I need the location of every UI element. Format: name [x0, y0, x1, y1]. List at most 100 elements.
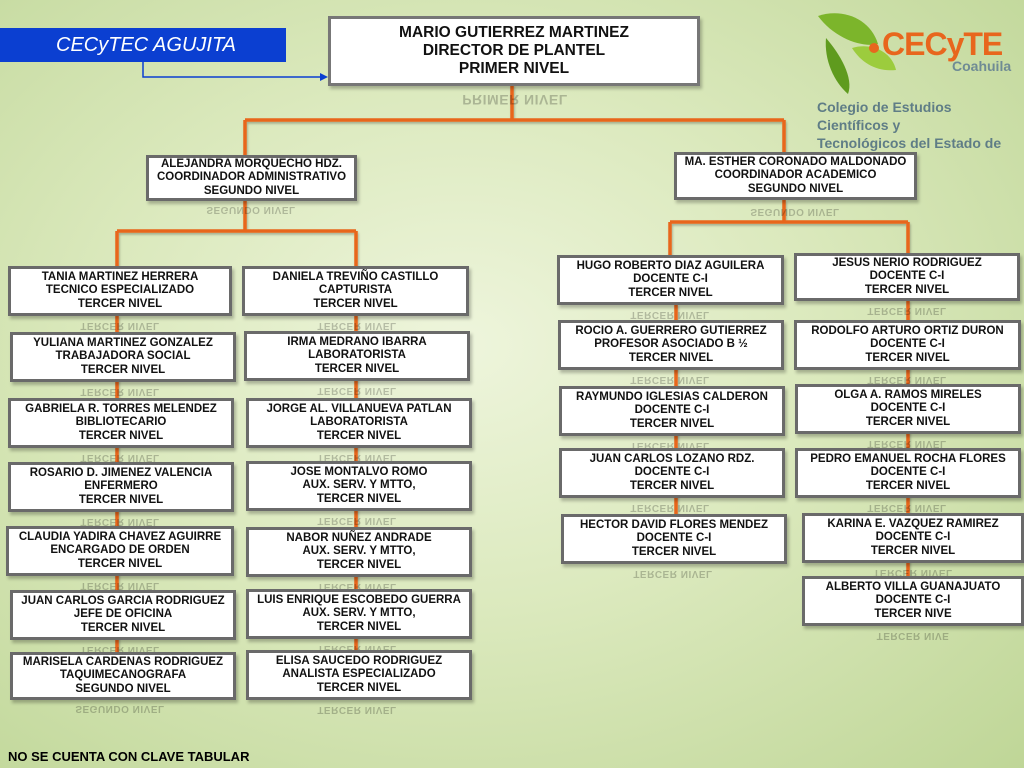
- teacher-name: RAYMUNDO IGLESIAS CALDERON: [576, 390, 768, 403]
- teacher-role: DOCENTE C-I: [634, 466, 710, 479]
- logo-name: CECyTE: [882, 26, 1003, 62]
- teacher-card: RAYMUNDO IGLESIAS CALDERON DOCENTE C-I T…: [559, 386, 785, 436]
- director-level-reflection: PRIMER NIVEL: [462, 92, 568, 108]
- logo-description: Colegio de Estudios Científicos y Tecnol…: [817, 98, 1024, 170]
- teacher-role: DOCENTE C-I: [870, 402, 946, 415]
- director-name: MARIO GUTIERREZ MARTINEZ: [399, 24, 629, 41]
- staff-card: LUIS ENRIQUE ESCOBEDO GUERRA AUX. SERV. …: [246, 589, 472, 639]
- campus-arrow-line: [142, 62, 322, 78]
- staff-level: TERCER NIVEL: [316, 620, 402, 633]
- staff-name: ROSARIO D. JIMENEZ VALENCIA: [29, 466, 213, 479]
- teacher-card: HUGO ROBERTO DIAZ AGUILERA DOCENTE C-I T…: [557, 255, 784, 305]
- staff-card: JOSE MONTALVO ROMO AUX. SERV. Y MTTO, TE…: [246, 461, 472, 511]
- staff-role: LABORATORISTA: [308, 349, 406, 362]
- teacher-name: PEDRO EMANUEL ROCHA FLORES: [810, 452, 1006, 465]
- teacher-level: TERCER NIVEL: [864, 283, 950, 296]
- teacher-level-reflection: TERCER NIVEL: [633, 568, 713, 579]
- staff-role: ANALISTA ESPECIALIZADO: [282, 668, 436, 681]
- teacher-role: DOCENTE C-I: [636, 532, 712, 545]
- teacher-name: JUAN CARLOS LOZANO RDZ.: [589, 452, 755, 465]
- teacher-card: OLGA A. RAMOS MIRELES DOCENTE C-I TERCER…: [795, 384, 1021, 434]
- teacher-role: DOCENTE C-I: [633, 273, 708, 286]
- staff-role: BIBLIOTECARIO: [75, 416, 167, 429]
- teacher-role: PROFESOR ASOCIADO B ½: [594, 338, 748, 351]
- staff-level: TERCER NIVEL: [316, 558, 402, 571]
- staff-role: ENCARGADO DE ORDEN: [50, 544, 190, 557]
- teacher-level: TERCER NIVEL: [629, 479, 715, 492]
- logo-state: Coahuila: [952, 58, 1012, 74]
- staff-level-reflection: TERCER NIVEL: [80, 386, 160, 397]
- staff-role: AUX. SERV. Y MTTO,: [302, 607, 416, 620]
- staff-name: CLAUDIA YADIRA CHAVEZ AGUIRRE: [18, 530, 222, 543]
- teacher-level: TERCER NIVEL: [628, 286, 713, 299]
- staff-level-reflection: SEGUNDO NIVEL: [75, 703, 165, 714]
- staff-level-reflection: TERCER NIVEL: [317, 320, 397, 331]
- teacher-level: TERCER NIVEL: [631, 545, 717, 558]
- teacher-level: TERCER NIVEL: [865, 415, 951, 428]
- teacher-name: HUGO ROBERTO DIAZ AGUILERA: [576, 259, 765, 272]
- staff-level: TERCER NIVEL: [77, 557, 163, 570]
- staff-role: TAQUIMECANOGRAFA: [59, 669, 187, 682]
- academic-coordinator-role: COORDINADOR ACADEMICO: [714, 169, 877, 182]
- academic-coordinator-level: SEGUNDO NIVEL: [747, 182, 844, 195]
- cecyte-logo-icon: [818, 13, 896, 94]
- staff-level: TERCER NIVEL: [316, 429, 402, 442]
- staff-name: JOSE MONTALVO ROMO: [290, 465, 428, 478]
- teacher-level-reflection: TERCER NIVEL: [630, 502, 710, 513]
- staff-level: SEGUNDO NIVEL: [75, 682, 171, 695]
- staff-level: TERCER NIVEL: [78, 429, 164, 442]
- staff-level: TERCER NIVEL: [316, 492, 402, 505]
- admin-coordinator-level: SEGUNDO NIVEL: [203, 184, 300, 197]
- staff-level-reflection: TERCER NIVEL: [317, 515, 397, 526]
- teacher-level: TERCER NIVE: [874, 607, 952, 620]
- staff-card: ELISA SAUCEDO RODRIGUEZ ANALISTA ESPECIA…: [246, 650, 472, 700]
- teacher-name: OLGA A. RAMOS MIRELES: [834, 388, 982, 401]
- staff-level: TERCER NIVEL: [80, 363, 166, 376]
- staff-role: AUX. SERV. Y MTTO,: [302, 479, 416, 492]
- admin-coordinator-level-reflection: SEGUNDO NIVEL: [206, 204, 296, 215]
- admin-coordinator-role: COORDINADOR ADMINISTRATIVO: [156, 171, 347, 184]
- staff-card: ROSARIO D. JIMENEZ VALENCIA ENFERMERO TE…: [8, 462, 234, 512]
- staff-role: TRABAJADORA SOCIAL: [55, 350, 191, 363]
- staff-name: MARISELA CARDENAS RODRIGUEZ: [22, 655, 224, 668]
- campus-arrowhead: [320, 73, 328, 81]
- staff-level: TERCER NIVEL: [313, 297, 398, 310]
- admin-coordinator-name: ALEJANDRA MORQUECHO HDZ.: [160, 157, 343, 170]
- academic-coordinator-level-reflection: SEGUNDO NIVEL: [750, 206, 840, 217]
- teacher-level: TERCER NIVEL: [628, 351, 714, 364]
- staff-card: CLAUDIA YADIRA CHAVEZ AGUIRRE ENCARGADO …: [6, 526, 234, 576]
- staff-level-reflection: TERCER NIVEL: [80, 320, 160, 331]
- staff-level-reflection: TERCER NIVEL: [317, 704, 397, 715]
- logo-description-line1: Colegio de Estudios Científicos y: [817, 99, 952, 133]
- staff-level: TERCER NIVEL: [80, 621, 166, 634]
- staff-name: ELISA SAUCEDO RODRIGUEZ: [275, 654, 443, 667]
- teacher-card: JESUS NERIO RODRIGUEZ DOCENTE C-I TERCER…: [794, 253, 1020, 301]
- teacher-level: TERCER NIVEL: [870, 544, 956, 557]
- teacher-level-reflection: TERCER NIVE: [876, 630, 950, 641]
- teacher-role: DOCENTE C-I: [875, 594, 951, 607]
- teacher-level-reflection: TERCER NIVEL: [867, 305, 947, 316]
- staff-role: LABORATORISTA: [310, 416, 408, 429]
- teacher-level-reflection: TERCER NIVEL: [630, 374, 710, 385]
- teacher-role: DOCENTE C-I: [870, 338, 945, 351]
- teacher-level: TERCER NIVEL: [629, 417, 715, 430]
- staff-card: IRMA MEDRANO IBARRA LABORATORISTA TERCER…: [244, 331, 470, 381]
- staff-level: TERCER NIVEL: [78, 493, 164, 506]
- staff-card: TANIA MARTINEZ HERRERA TECNICO ESPECIALI…: [8, 266, 232, 316]
- staff-card: YULIANA MARTINEZ GONZALEZ TRABAJADORA SO…: [10, 332, 236, 382]
- teacher-card: KARINA E. VAZQUEZ RAMIREZ DOCENTE C-I TE…: [802, 513, 1024, 563]
- staff-name: DANIELA TREVIÑO CASTILLO: [272, 270, 439, 283]
- staff-card: GABRIELA R. TORRES MELENDEZ BIBLIOTECARI…: [8, 398, 234, 448]
- academic-coordinator-name: MA. ESTHER CORONADO MALDONADO: [684, 155, 907, 168]
- teacher-level: TERCER NIVEL: [865, 479, 951, 492]
- teacher-level: TERCER NIVEL: [865, 351, 950, 364]
- teacher-card: RODOLFO ARTURO ORTIZ DURON DOCENTE C-I T…: [794, 320, 1021, 370]
- staff-name: GABRIELA R. TORRES MELENDEZ: [25, 402, 217, 415]
- staff-name: IRMA MEDRANO IBARRA: [287, 335, 427, 348]
- teacher-name: RODOLFO ARTURO ORTIZ DURON: [811, 324, 1004, 337]
- director-card: MARIO GUTIERREZ MARTINEZ DIRECTOR DE PLA…: [328, 16, 700, 86]
- staff-role: CAPTURISTA: [318, 284, 393, 297]
- teacher-card: PEDRO EMANUEL ROCHA FLORES DOCENTE C-I T…: [795, 448, 1021, 498]
- staff-card: MARISELA CARDENAS RODRIGUEZ TAQUIMECANOG…: [10, 652, 236, 700]
- teacher-name: ROCIO A. GUERRERO GUTIERREZ: [575, 324, 767, 337]
